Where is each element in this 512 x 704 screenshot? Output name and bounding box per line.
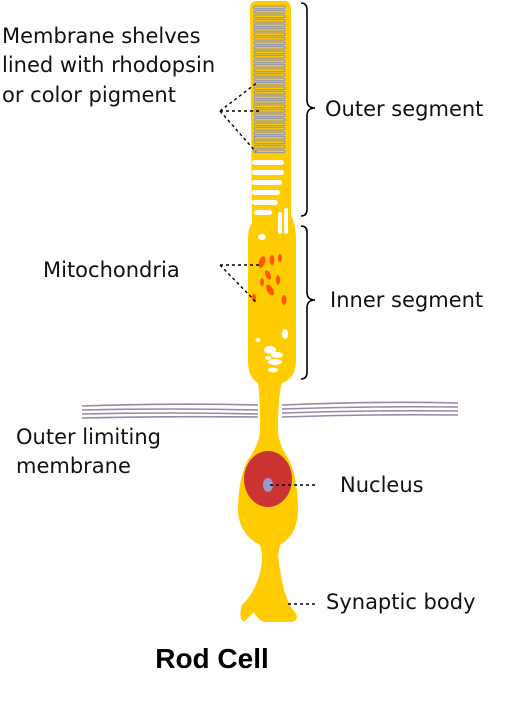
membrane-disc [253,63,286,68]
inner-segment-vesicles [255,234,288,373]
membrane-disc [253,95,286,100]
membrane-disc [253,126,286,131]
leader-lines [219,81,318,605]
mitochondria [252,254,287,305]
membrane-disc [253,9,286,14]
membrane-disc [253,68,286,73]
membrane-disc [253,90,286,95]
mitochondria-label: Mitochondria [43,258,180,282]
membrane-disc [253,131,286,136]
membrane-disc [253,81,286,86]
nucleus-label: Nucleus [340,473,424,497]
outer-limiting-membrane-label-line-2: membrane [16,454,131,478]
outer-limiting-membrane-label-line-1: Outer limiting [16,425,161,449]
membrane-disc [253,117,286,122]
membrane-disc [253,99,286,104]
membrane-disc [253,77,286,82]
open-shelves [252,160,288,234]
membrane-disc [253,23,286,28]
membrane-disc [253,140,286,145]
membrane-shelves-label-line-2: lined with rhodopsin [2,53,215,77]
membrane-disc [253,113,286,118]
membrane-discs [253,5,286,154]
membrane-disc [253,5,286,10]
membrane-disc [253,45,286,50]
membrane-disc [253,149,286,154]
membrane-disc [253,54,286,59]
inner-segment-label: Inner segment [330,288,483,312]
membrane-disc [253,27,286,32]
membrane-disc [253,41,286,46]
synaptic-body-label: Synaptic body [326,590,476,614]
membrane-disc [253,108,286,113]
membrane-disc [253,36,286,41]
membrane-disc [253,135,286,140]
membrane-disc [253,122,286,127]
outer-segment-bracket [300,2,316,217]
outer-segment-label: Outer segment [325,97,483,121]
membrane-disc [253,104,286,109]
membrane-shelves-label-line-3: or color pigment [2,83,176,107]
membrane-disc [253,86,286,91]
membrane-disc [253,18,286,23]
membrane-disc [253,32,286,37]
membrane-disc [253,50,286,55]
membrane-disc [253,144,286,149]
membrane-disc [253,14,286,19]
diagram-title: Rod Cell [155,643,269,674]
outer-limiting-membrane-lines [81,401,459,419]
nucleolus [263,478,273,492]
membrane-shelves-label-line-1: Membrane shelves [2,24,201,48]
membrane-disc [253,72,286,77]
membrane-disc [253,59,286,64]
inner-segment-bracket [300,225,316,380]
